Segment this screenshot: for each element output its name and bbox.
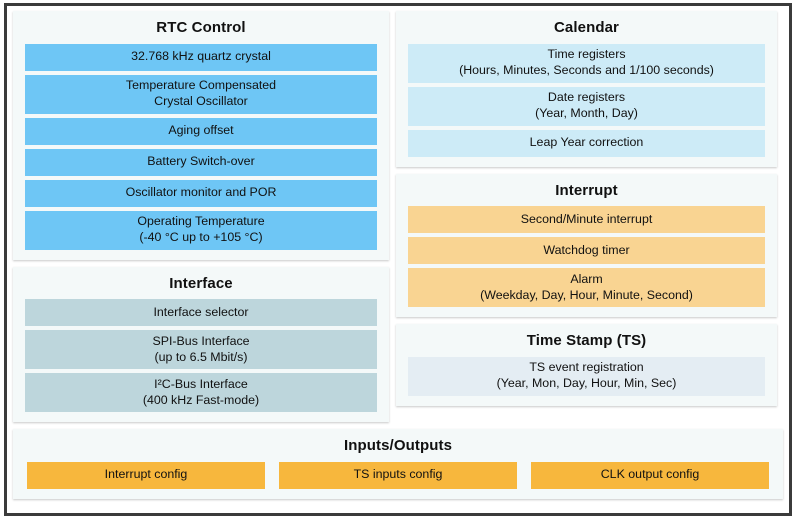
time-stamp-item-event-registration-line2: (Year, Mon, Day, Hour, Min, Sec) (496, 376, 677, 390)
interrupt-item-watchdog-timer[interactable]: Watchdog timer (408, 237, 765, 264)
calendar-item-date-registers-line2: (Year, Month, Day) (535, 106, 638, 120)
calendar-item-leap-year-correction[interactable]: Leap Year correction (408, 129, 765, 157)
time-stamp-item-event-registration-line1: TS event registration (529, 360, 644, 375)
io-item-clk-output-config[interactable]: CLK output config (531, 461, 769, 489)
interface-item-spi-bus-label: SPI-Bus Interface (up to 6.5 Mbit/s) (152, 334, 249, 366)
time-stamp-item-event-registration[interactable]: TS event registration (Year, Mon, Day, H… (408, 356, 765, 396)
rtc-item-oscillator-monitor-por-label: Oscillator monitor and POR (125, 185, 277, 200)
interface-item-selector[interactable]: Interface selector (25, 299, 377, 326)
time-stamp-item-event-registration-label: TS event registration (Year, Mon, Day, H… (497, 360, 677, 392)
block-diagram-frame: RTC Control 32.768 kHz quartz crystal Te… (4, 3, 792, 516)
rtc-item-operating-temperature-line1: Operating Temperature (137, 214, 265, 229)
rtc-item-oscillator-monitor-por[interactable]: Oscillator monitor and POR (25, 179, 377, 207)
interrupt-item-second-minute-label: Second/Minute interrupt (520, 211, 653, 226)
interrupt-item-alarm[interactable]: Alarm (Weekday, Day, Hour, Minute, Secon… (408, 268, 765, 307)
rtc-item-tcxo-line2: Crystal Oscillator (154, 94, 248, 108)
rtc-item-tcxo[interactable]: Temperature Compensated Crystal Oscillat… (25, 74, 377, 114)
interface-item-spi-bus-line1: SPI-Bus Interface (152, 333, 250, 348)
rtc-control-items: 32.768 kHz quartz crystal Temperature Co… (25, 43, 377, 250)
panel-title-calendar: Calendar (554, 19, 619, 36)
time-stamp-items: TS event registration (Year, Mon, Day, H… (408, 356, 765, 396)
calendar-item-date-registers-label: Date registers (Year, Month, Day) (535, 90, 638, 122)
panel-rtc-control: RTC Control 32.768 kHz quartz crystal Te… (13, 11, 389, 260)
interrupt-item-alarm-line2: (Weekday, Day, Hour, Minute, Second) (480, 287, 693, 302)
panel-title-interface: Interface (169, 274, 233, 292)
rtc-item-tcxo-line1: Temperature Compensated (125, 78, 277, 93)
rtc-item-operating-temperature-line2: (-40 °C up to +105 °C) (139, 230, 263, 244)
calendar-item-time-registers-line2: (Hours, Minutes, Seconds and 1/100 secon… (459, 63, 714, 77)
diagram-columns: RTC Control 32.768 kHz quartz crystal Te… (13, 11, 783, 422)
rtc-item-aging-offset[interactable]: Aging offset (25, 117, 377, 145)
interrupt-items: Second/Minute interrupt Watchdog timer A… (408, 206, 765, 307)
io-item-ts-inputs-config[interactable]: TS inputs config (279, 461, 517, 489)
inputs-outputs-items: Interrupt config TS inputs config CLK ou… (25, 461, 771, 489)
calendar-item-time-registers[interactable]: Time registers (Hours, Minutes, Seconds … (408, 43, 765, 83)
calendar-item-time-registers-label: Time registers (Hours, Minutes, Seconds … (459, 47, 714, 79)
interrupt-item-second-minute[interactable]: Second/Minute interrupt (408, 206, 765, 233)
rtc-item-battery-switch-over[interactable]: Battery Switch-over (25, 148, 377, 176)
panel-inputs-outputs: Inputs/Outputs Interrupt config TS input… (13, 429, 783, 499)
panel-title-interrupt: Interrupt (555, 181, 618, 199)
interrupt-item-watchdog-timer-label: Watchdog timer (543, 242, 630, 257)
rtc-item-quartz-crystal[interactable]: 32.768 kHz quartz crystal (25, 43, 377, 71)
panel-interrupt: Interrupt Second/Minute interrupt Watchd… (396, 173, 777, 317)
io-item-interrupt-config[interactable]: Interrupt config (27, 461, 265, 489)
interface-item-spi-bus[interactable]: SPI-Bus Interface (up to 6.5 Mbit/s) (25, 330, 377, 369)
rtc-item-aging-offset-label: Aging offset (168, 123, 234, 138)
rtc-item-operating-temperature[interactable]: Operating Temperature (-40 °C up to +105… (25, 210, 377, 250)
interface-item-selector-label: Interface selector (153, 304, 249, 319)
calendar-item-date-registers[interactable]: Date registers (Year, Month, Day) (408, 86, 765, 126)
right-column: Calendar Time registers (Hours, Minutes,… (396, 11, 777, 422)
interface-items: Interface selector SPI-Bus Interface (up… (25, 299, 377, 412)
panel-interface: Interface Interface selector SPI-Bus Int… (13, 266, 389, 422)
interrupt-item-alarm-label: Alarm (Weekday, Day, Hour, Minute, Secon… (480, 272, 693, 304)
io-item-interrupt-config-label: Interrupt config (104, 467, 188, 482)
rtc-item-tcxo-label: Temperature Compensated Crystal Oscillat… (126, 78, 276, 110)
interrupt-item-alarm-line1: Alarm (570, 271, 603, 286)
panel-time-stamp: Time Stamp (TS) TS event registration (Y… (396, 324, 777, 406)
panel-calendar: Calendar Time registers (Hours, Minutes,… (396, 11, 777, 167)
calendar-item-time-registers-line1: Time registers (547, 47, 626, 62)
left-column: RTC Control 32.768 kHz quartz crystal Te… (13, 11, 389, 422)
interface-item-spi-bus-line2: (up to 6.5 Mbit/s) (154, 349, 248, 364)
interface-item-i2c-bus[interactable]: I²C-Bus Interface (400 kHz Fast-mode) (25, 373, 377, 412)
interface-item-i2c-bus-line2: (400 kHz Fast-mode) (142, 392, 260, 407)
interface-item-i2c-bus-label: I²C-Bus Interface (400 kHz Fast-mode) (143, 377, 259, 409)
rtc-item-quartz-crystal-label: 32.768 kHz quartz crystal (131, 49, 271, 64)
panel-title-rtc-control: RTC Control (156, 19, 246, 36)
calendar-items: Time registers (Hours, Minutes, Seconds … (408, 43, 765, 157)
io-item-ts-inputs-config-label: TS inputs config (353, 467, 443, 482)
rtc-item-operating-temperature-label: Operating Temperature (-40 °C up to +105… (137, 214, 264, 246)
io-item-clk-output-config-label: CLK output config (600, 467, 700, 482)
panel-title-inputs-outputs: Inputs/Outputs (343, 437, 453, 454)
rtc-item-battery-switch-over-label: Battery Switch-over (147, 154, 255, 169)
interface-item-i2c-bus-line1: I²C-Bus Interface (154, 376, 248, 391)
calendar-item-leap-year-correction-label: Leap Year correction (529, 135, 644, 150)
panel-title-time-stamp: Time Stamp (TS) (526, 332, 647, 349)
calendar-item-date-registers-line1: Date registers (547, 90, 626, 105)
